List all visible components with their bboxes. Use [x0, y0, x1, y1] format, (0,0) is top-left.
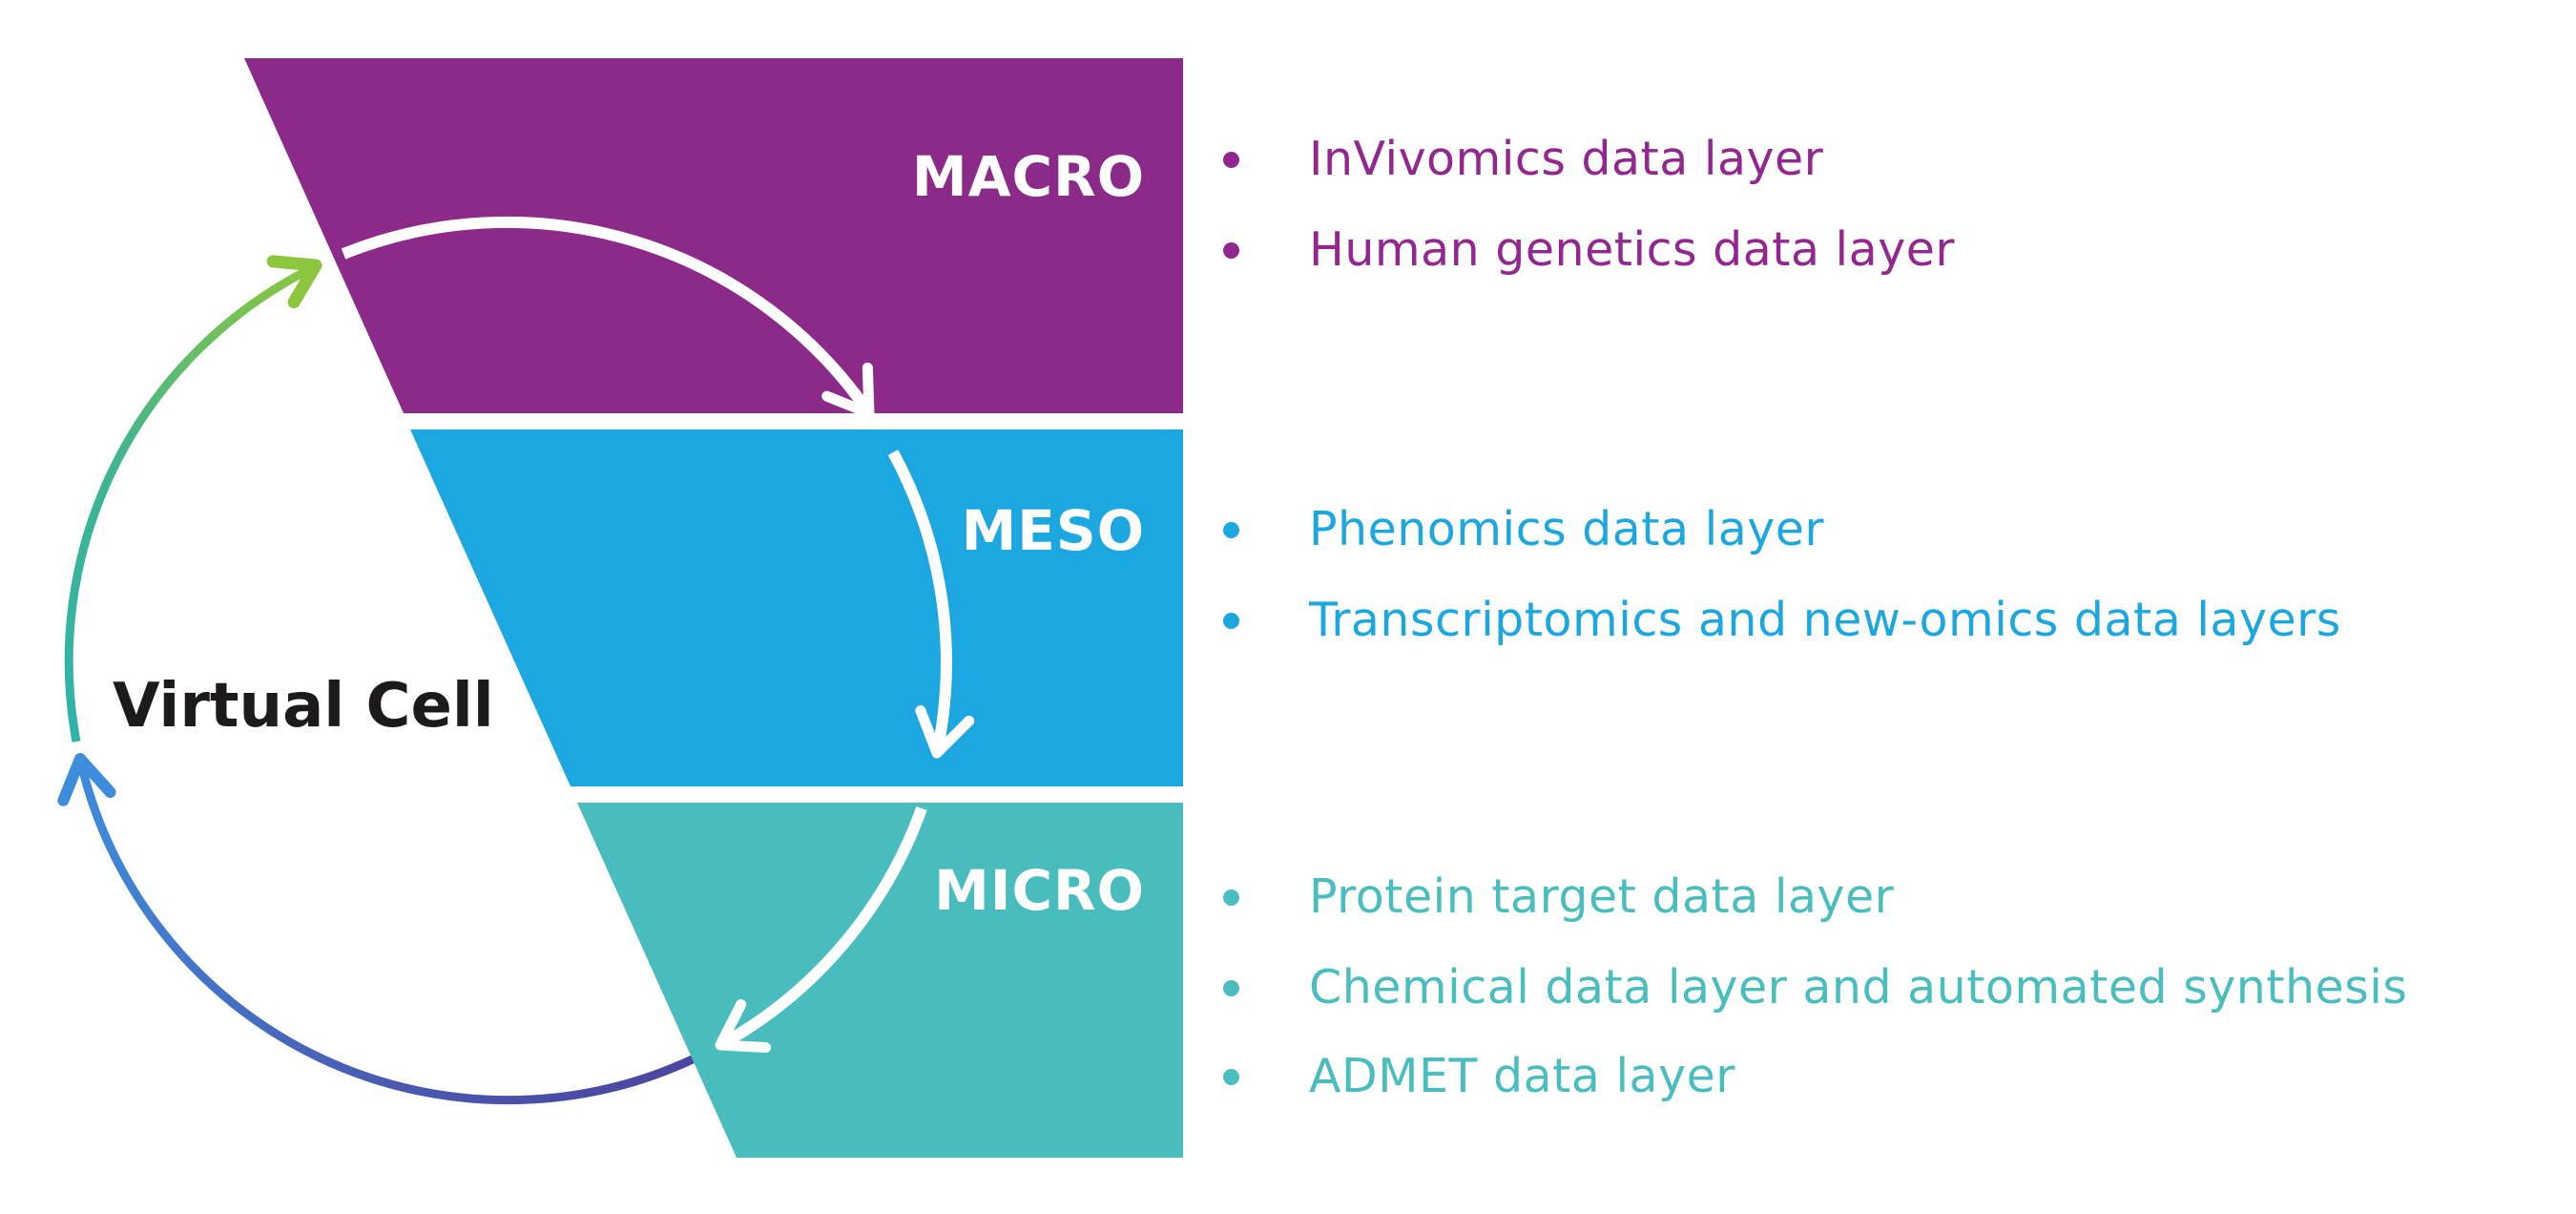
- macro-item-label: InVivomics data layer: [1309, 132, 1824, 186]
- green-arrowhead-icon: [266, 255, 322, 309]
- white-arrowhead-micro-out-icon: [715, 998, 772, 1054]
- bullet-dot-icon: [1223, 521, 1239, 538]
- micro-item-label: Chemical data layer and automated synthe…: [1309, 960, 2408, 1015]
- list-item: InVivomics data layer: [1223, 133, 1823, 186]
- bullet-dot-icon: [1223, 1068, 1239, 1085]
- macro-level-shape: [244, 58, 1183, 413]
- macro-item-label: Human genetics data layer: [1309, 222, 1955, 277]
- micro-item-label: ADMET data layer: [1309, 1049, 1735, 1103]
- blue-up-arrowhead-icon: [57, 753, 116, 806]
- list-item: ADMET data layer: [1223, 1050, 1735, 1103]
- white-arrowhead-meso-micro-icon: [915, 704, 975, 759]
- bullet-dot-icon: [1223, 889, 1239, 906]
- cycle-arc-micro: [724, 806, 927, 1047]
- cycle-arc-left: [64, 263, 315, 743]
- list-item: Phenomics data layer: [1223, 503, 1824, 556]
- meso-item-label: Transcriptomics and new-omics data layer…: [1309, 593, 2341, 647]
- meso-item-label: Phenomics data layer: [1309, 502, 1825, 556]
- list-item: Chemical data layer and automated synthe…: [1223, 961, 2407, 1015]
- cycle-arc-meso: [887, 450, 952, 755]
- cycle-arc-bottom: [77, 765, 698, 1105]
- macro-label: MACRO: [911, 144, 1145, 209]
- white-arrowhead-macro-meso-icon: [821, 362, 875, 419]
- virtual-cell-title: Virtual Cell: [113, 671, 494, 742]
- micro-level-shape: [577, 803, 1183, 1158]
- micro-item-label: Protein target data layer: [1309, 869, 1895, 924]
- bullet-dot-icon: [1223, 151, 1239, 168]
- bullet-dot-icon: [1223, 241, 1239, 259]
- list-item: Protein target data layer: [1223, 870, 1894, 924]
- meso-level-shape: [410, 429, 1183, 786]
- bullet-dot-icon: [1223, 612, 1239, 629]
- list-item: Human genetics data layer: [1223, 223, 1955, 277]
- meso-label: MESO: [961, 498, 1145, 563]
- list-item: Transcriptomics and new-omics data layer…: [1223, 594, 2341, 647]
- bullet-dot-icon: [1223, 979, 1239, 996]
- cycle-arc-macro: [341, 216, 874, 417]
- micro-label: MICRO: [934, 858, 1145, 923]
